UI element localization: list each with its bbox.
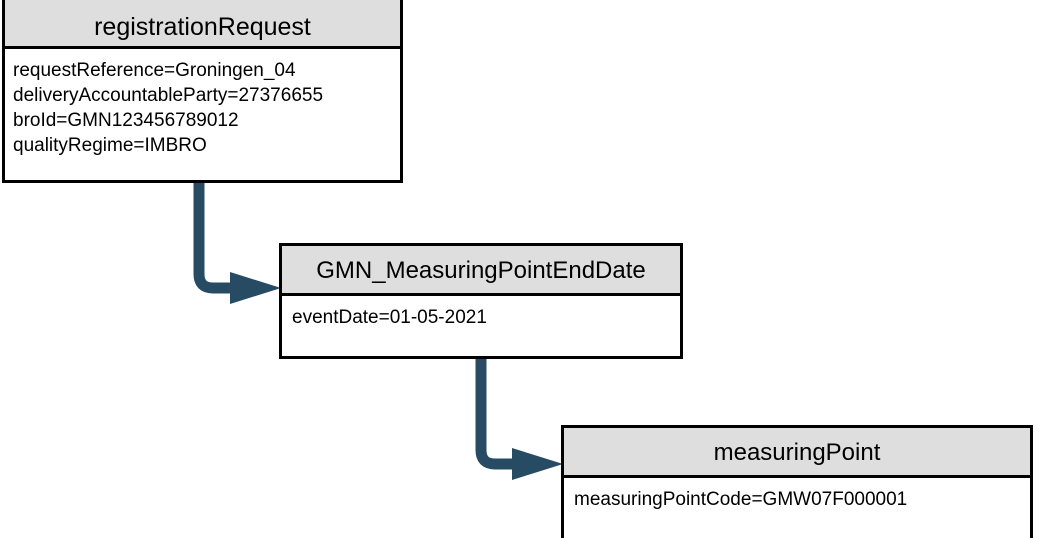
attribute-delivery-accountable-party: deliveryAccountableParty=27376655 bbox=[13, 85, 324, 106]
arrowhead-icon bbox=[512, 448, 563, 480]
attribute-measuring-point-code: measuringPointCode=GMW07F000001 bbox=[574, 489, 908, 510]
connector-line bbox=[475, 352, 517, 470]
object-box-header-gmn-measuring-point-end-date: GMN_MeasuringPointEndDate bbox=[282, 246, 680, 296]
object-box-attributes-measuring-point: measuringPointCode=GMW07F000001 bbox=[564, 478, 1030, 512]
attribute-request-reference: requestReference=Groningen_04 bbox=[13, 60, 296, 81]
connector-end-date-to-measuring-point bbox=[475, 352, 563, 480]
object-box-attributes-registration-request: requestReference=Groningen_04 deliveryAc… bbox=[5, 49, 400, 158]
connector-registration-request-to-end-date bbox=[193, 176, 281, 304]
object-box-header-measuring-point: measuringPoint bbox=[564, 428, 1030, 478]
arrowhead-icon bbox=[230, 272, 281, 304]
attribute-quality-regime: qualityRegime=IMBRO bbox=[13, 135, 207, 156]
object-box-registration-request: registrationRequest requestReference=Gro… bbox=[2, 0, 403, 183]
object-box-header-registration-request: registrationRequest bbox=[5, 0, 400, 49]
object-box-gmn-measuring-point-end-date: GMN_MeasuringPointEndDate eventDate=01-0… bbox=[279, 243, 683, 359]
attribute-bro-id: broId=GMN123456789012 bbox=[13, 110, 239, 131]
connector-line bbox=[193, 176, 235, 294]
object-box-measuring-point: measuringPoint measuringPointCode=GMW07F… bbox=[561, 425, 1033, 538]
object-box-attributes-gmn-measuring-point-end-date: eventDate=01-05-2021 bbox=[282, 296, 680, 330]
attribute-event-date: eventDate=01-05-2021 bbox=[292, 307, 487, 328]
